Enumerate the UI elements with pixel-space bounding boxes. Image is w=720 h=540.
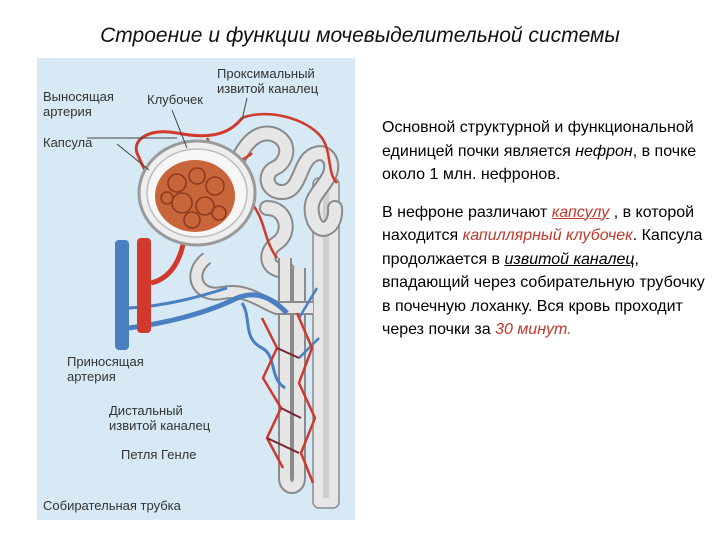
nephron-figure: Выносящая артерия Клубочек Проксимальный… xyxy=(37,58,355,520)
label-proximal-tubule: Проксимальный извитой каналец xyxy=(217,66,318,96)
label-leader-lines xyxy=(87,97,248,171)
label-capsule: Капсула xyxy=(43,135,93,150)
nephron-illustration xyxy=(87,97,344,509)
label-efferent-artery: Выносящая артерия xyxy=(43,89,114,119)
p2-text-e: . Капсула продолжается в xyxy=(382,227,703,268)
p1-text-a: Основной структурной и функциональной ед… xyxy=(382,119,694,160)
paragraph-nephron: Основной структурной и функциональной ед… xyxy=(382,116,716,187)
label-collecting-duct: Собирательная трубка xyxy=(43,498,181,513)
label-afferent-artery: Приносящая артерия xyxy=(67,354,144,384)
term-capsule: капсулу xyxy=(551,203,610,221)
p2-text-a: В нефроне различают xyxy=(382,203,552,221)
veins xyxy=(115,240,320,390)
term-capillary-glomerulus: капиллярный клубочек xyxy=(462,227,633,244)
label-glomerulus: Клубочек xyxy=(147,92,203,107)
glomerulus xyxy=(155,160,235,232)
term-30-minutes: 30 минут. xyxy=(495,321,572,338)
proximal-tubule xyxy=(224,125,344,279)
term-nephron: нефрон xyxy=(575,142,633,160)
term-convoluted-tubule: извитой каналец xyxy=(504,250,635,268)
p2-text-c: , в которой находится xyxy=(382,203,695,245)
label-efferent-line1: Выносящая xyxy=(43,89,114,104)
label-distal-line2: извитой каналец xyxy=(109,418,211,433)
label-efferent-line2: артерия xyxy=(43,104,92,119)
slide-body-text: Основной структурной и функциональной ед… xyxy=(382,116,716,356)
p2-text-g: , впадающий через собирательную трубочку… xyxy=(382,250,705,339)
label-distal-tubule: Дистальный извитой каналец xyxy=(109,403,210,433)
label-afferent-line1: Приносящая xyxy=(67,354,144,369)
loop-of-henle xyxy=(278,258,306,494)
label-afferent-line2: артерия xyxy=(67,369,116,384)
collecting-duct xyxy=(312,177,340,509)
paragraph-structure: В нефроне различают капсулу , в которой … xyxy=(382,201,716,342)
label-proximal-line1: Проксимальный xyxy=(217,66,315,81)
p1-text-c: , в почке около 1 млн. нефронов. xyxy=(382,142,697,184)
label-proximal-line2: извитой каналец xyxy=(217,81,319,96)
slide-title: Строение и функции мочевыделительной сис… xyxy=(100,24,620,47)
distal-tubule xyxy=(189,252,313,315)
label-loop-of-henle: Петля Генле xyxy=(121,447,197,462)
label-distal-line1: Дистальный xyxy=(109,403,183,418)
